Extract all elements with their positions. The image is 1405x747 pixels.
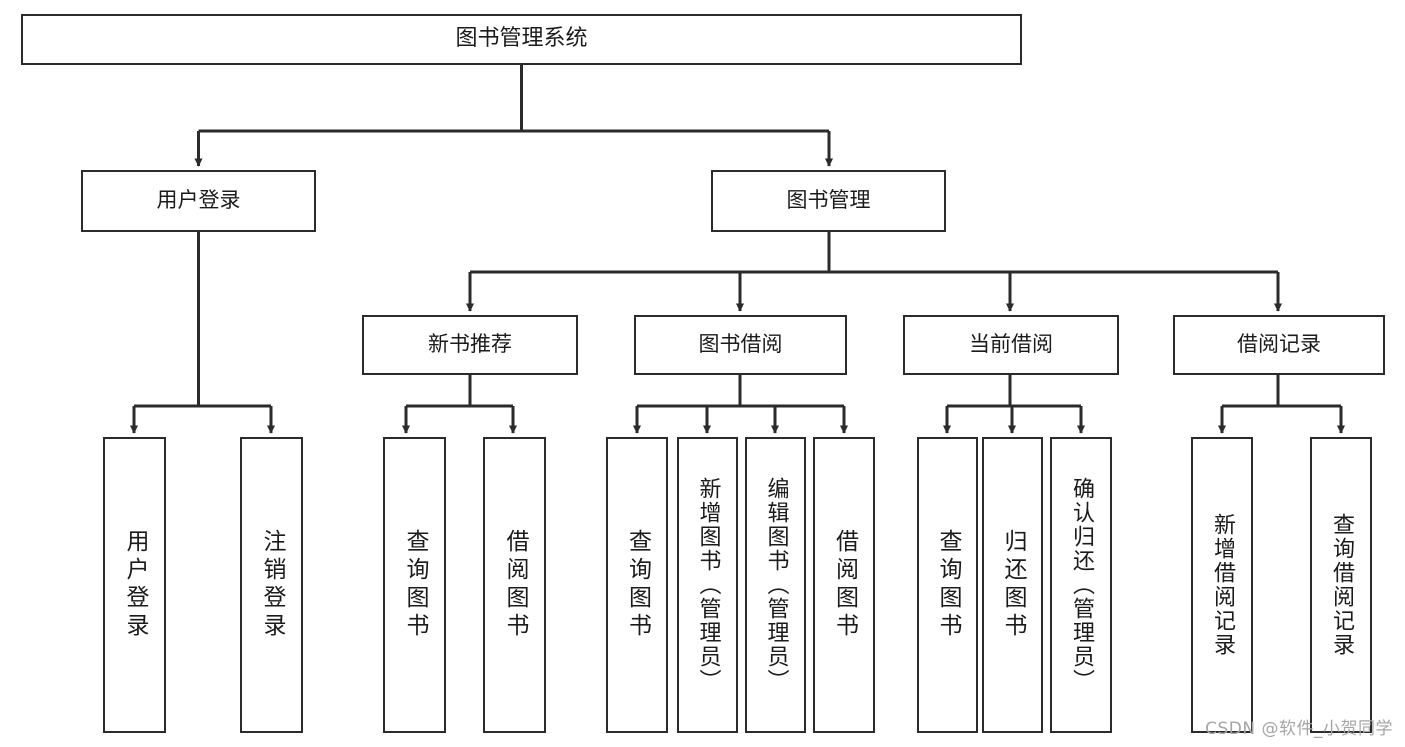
node-book-borrow[interactable]: 图书借阅 xyxy=(634,315,847,375)
node-leaf-query-book-3[interactable]: 查询图书 xyxy=(917,437,978,733)
node-leaf-logout-login-label: 注销登录 xyxy=(259,529,285,641)
node-root[interactable]: 图书管理系统 xyxy=(21,14,1022,65)
node-leaf-query-book-3-label: 查询图书 xyxy=(935,529,961,641)
node-leaf-user-login-label: 用户登录 xyxy=(122,529,148,641)
node-new-book-recommend[interactable]: 新书推荐 xyxy=(362,315,578,375)
node-leaf-return-book[interactable]: 归还图书 xyxy=(982,437,1043,733)
node-current-borrow[interactable]: 当前借阅 xyxy=(903,315,1119,375)
node-borrow-record[interactable]: 借阅记录 xyxy=(1173,315,1385,375)
csdn-watermark: CSDN @软件_小贺同学 xyxy=(1205,719,1393,739)
node-leaf-user-login[interactable]: 用户登录 xyxy=(103,437,166,733)
node-user-login[interactable]: 用户登录 xyxy=(81,170,316,232)
node-borrow-record-label: 借阅记录 xyxy=(1237,332,1321,357)
node-leaf-edit-book[interactable]: 编辑图书（管理员） xyxy=(745,437,806,733)
node-leaf-query-book-2-label: 查询图书 xyxy=(624,529,651,641)
node-leaf-confirm-return-label: 确认归还（管理员） xyxy=(1069,477,1094,693)
node-book-management[interactable]: 图书管理 xyxy=(711,170,946,232)
node-new-book-recommend-label: 新书推荐 xyxy=(428,332,512,357)
node-leaf-query-book-1[interactable]: 查询图书 xyxy=(383,437,446,733)
node-book-borrow-label: 图书借阅 xyxy=(698,332,783,357)
node-leaf-add-book[interactable]: 新增图书（管理员） xyxy=(677,437,738,733)
node-current-borrow-label: 当前借阅 xyxy=(969,332,1053,357)
node-leaf-query-record[interactable]: 查询借阅记录 xyxy=(1310,437,1372,733)
node-book-management-label: 图书管理 xyxy=(786,188,871,213)
node-leaf-confirm-return[interactable]: 确认归还（管理员） xyxy=(1050,437,1112,733)
node-leaf-edit-book-label: 编辑图书（管理员） xyxy=(763,477,789,693)
node-leaf-query-book-1-label: 查询图书 xyxy=(402,529,428,641)
node-leaf-query-record-label: 查询借阅记录 xyxy=(1329,513,1354,657)
node-leaf-add-book-label: 新增图书（管理员） xyxy=(695,477,721,693)
node-leaf-add-record[interactable]: 新增借阅记录 xyxy=(1191,437,1253,733)
node-root-label: 图书管理系统 xyxy=(455,26,588,52)
node-leaf-borrow-book-1-label: 借阅图书 xyxy=(502,529,528,641)
node-leaf-query-book-2[interactable]: 查询图书 xyxy=(606,437,668,733)
node-leaf-add-record-label: 新增借阅记录 xyxy=(1210,513,1235,657)
node-leaf-return-book-label: 归还图书 xyxy=(1000,529,1026,641)
node-leaf-borrow-book-2-label: 借阅图书 xyxy=(831,529,858,641)
node-leaf-borrow-book-2[interactable]: 借阅图书 xyxy=(813,437,875,733)
node-leaf-borrow-book-1[interactable]: 借阅图书 xyxy=(483,437,546,733)
node-leaf-logout-login[interactable]: 注销登录 xyxy=(240,437,303,733)
node-user-login-label: 用户登录 xyxy=(156,188,241,213)
